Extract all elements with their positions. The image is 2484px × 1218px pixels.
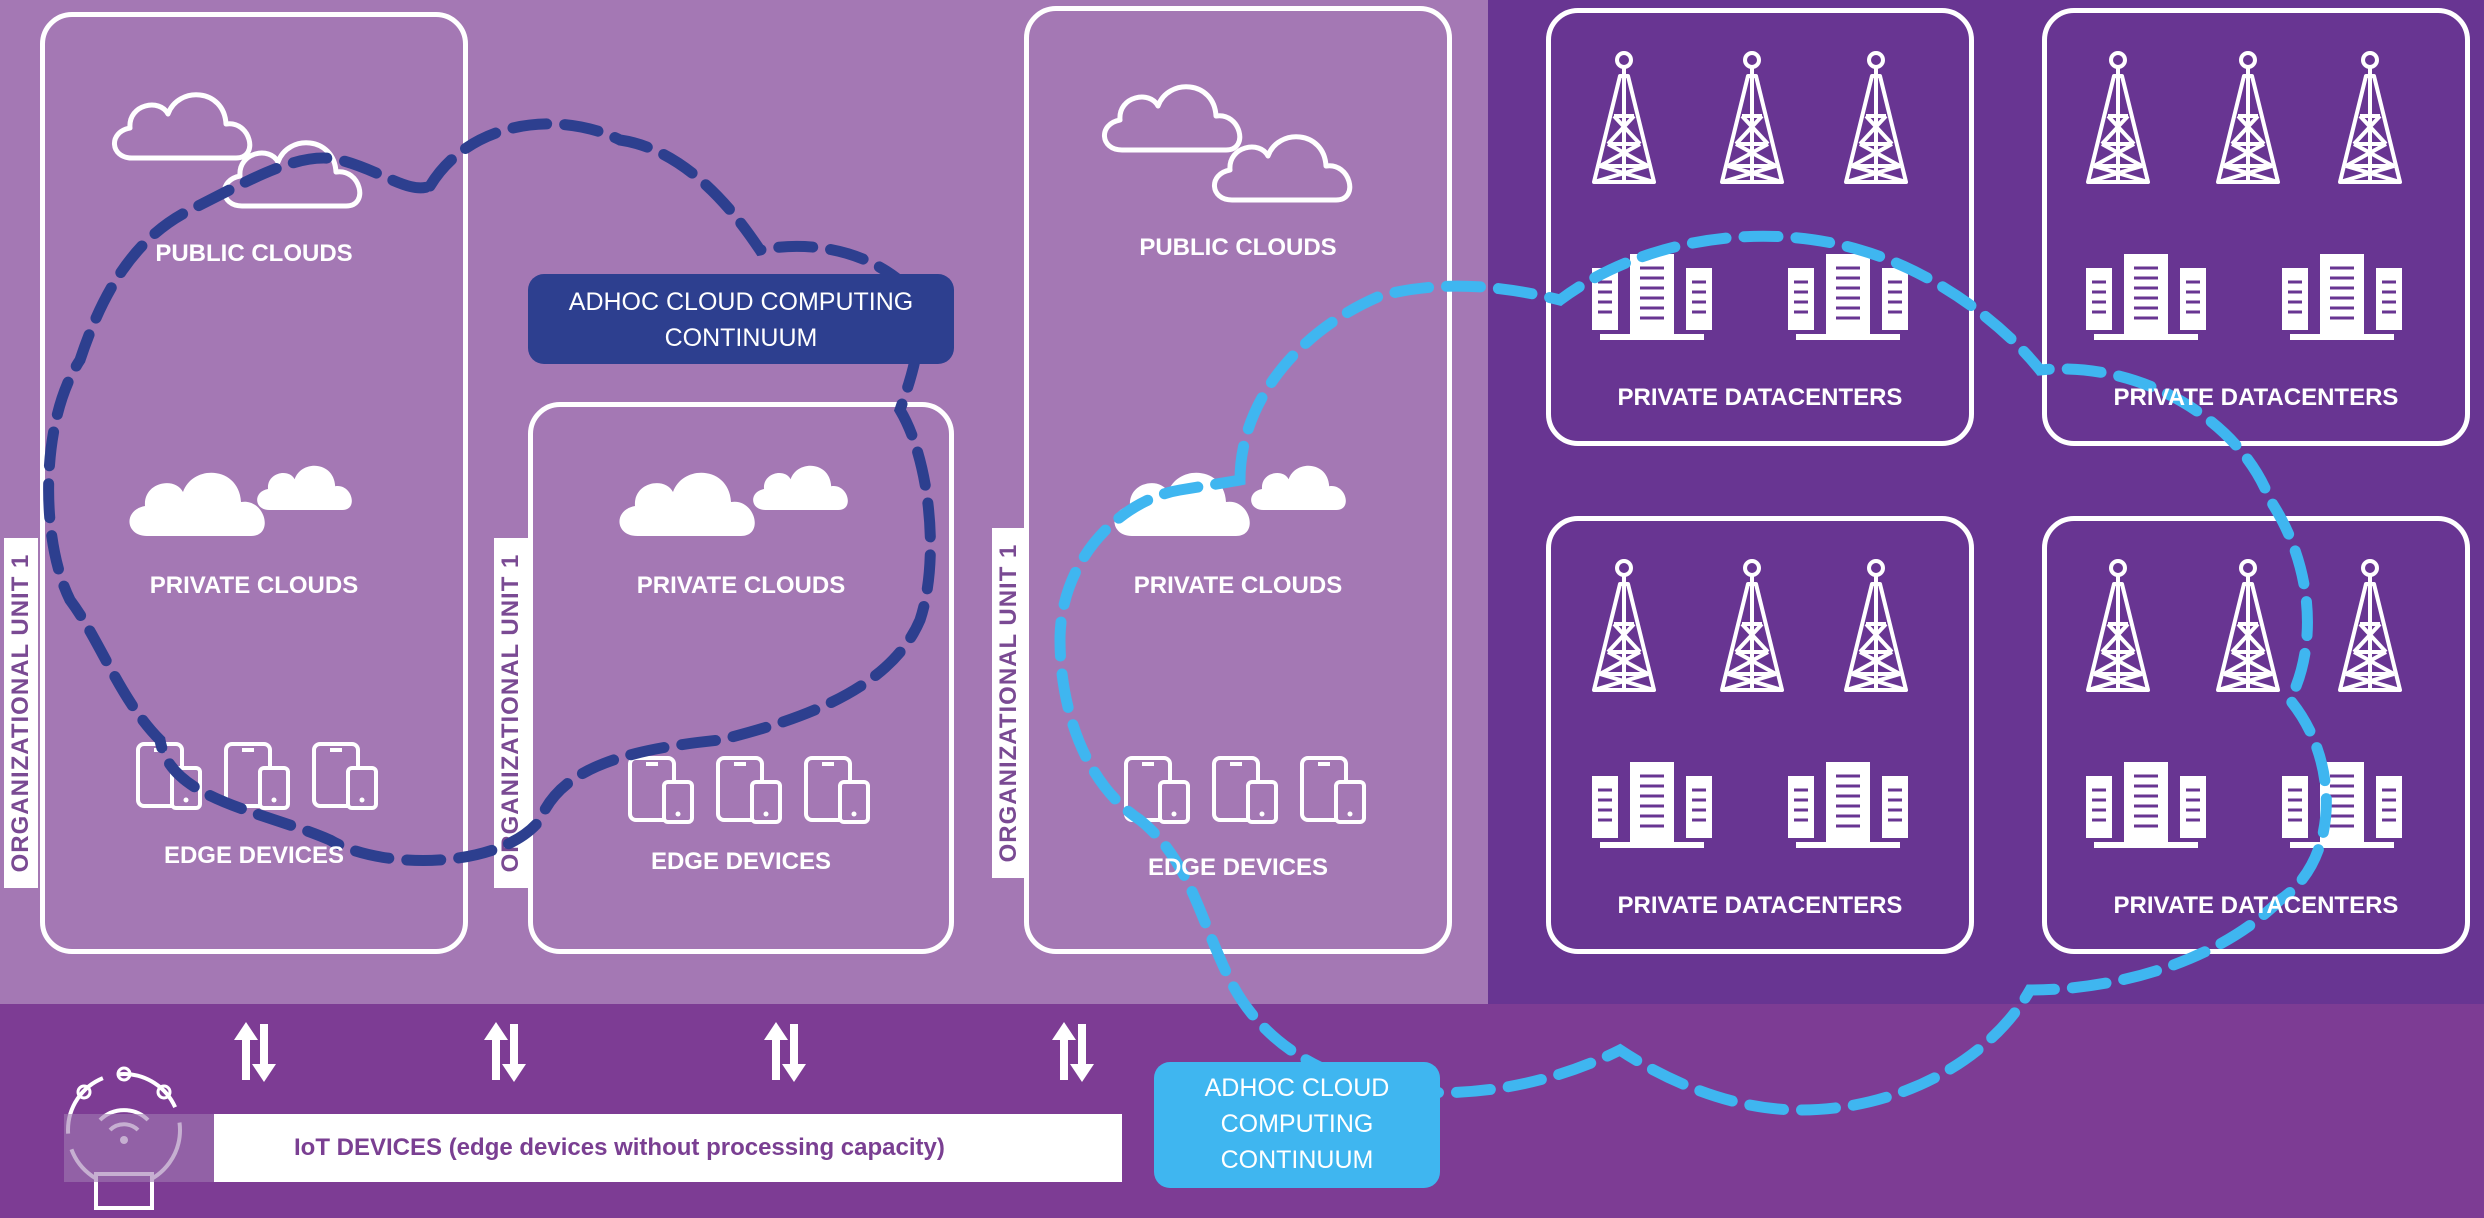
device-icon: [716, 756, 782, 824]
left-panel-background: [0, 0, 1488, 1004]
private-datacenters-label: PRIVATE DATACENTERS: [1617, 892, 1903, 919]
private-datacenters-label: PRIVATE DATACENTERS: [2113, 384, 2399, 411]
iot-icon-backdrop: [64, 1114, 214, 1182]
server-icon: [1786, 252, 1910, 342]
tower-icon: [2216, 559, 2280, 692]
public-clouds-label: PUBLIC CLOUDS: [155, 240, 353, 267]
datacenter-box-1: [1546, 8, 1974, 446]
bidirectional-arrows-icon: [1052, 1022, 1094, 1082]
edge-devices-label: EDGE DEVICES: [650, 848, 832, 875]
public-clouds-label: PUBLIC CLOUDS: [1139, 234, 1337, 261]
tower-icon: [1592, 51, 1656, 184]
datacenter-box-4: [2042, 516, 2470, 954]
cloud-icon: [129, 472, 265, 536]
adhoc-continuum-light-outline: [1054, 230, 2332, 1116]
cloud-icon: [619, 472, 755, 536]
tower-icon: [2338, 559, 2402, 692]
adhoc-continuum-dark-outline: [43, 118, 936, 866]
iot-devices-bar: IoT DEVICES (edge devices without proces…: [214, 1114, 1122, 1182]
tower-icon: [1844, 559, 1908, 692]
device-icon: [136, 742, 202, 810]
adhoc-continuum-dark-badge: ADHOC CLOUD COMPUTING CONTINUUM: [528, 274, 954, 364]
org-unit-box-2: [528, 402, 954, 954]
server-icon: [2084, 760, 2208, 850]
server-icon: [2280, 760, 2404, 850]
tower-icon: [2338, 51, 2402, 184]
tower-icon: [1844, 51, 1908, 184]
device-icon: [1300, 756, 1366, 824]
server-icon: [2084, 252, 2208, 342]
edge-devices-label: EDGE DEVICES: [163, 842, 345, 869]
private-clouds-label: PRIVATE CLOUDS: [636, 572, 846, 599]
right-panel-background: [1488, 0, 2484, 1150]
cloud-icon: [1251, 465, 1346, 510]
tower-icon: [2216, 51, 2280, 184]
edge-devices-label: EDGE DEVICES: [1147, 854, 1329, 881]
tower-icon: [1592, 559, 1656, 692]
bidirectional-arrows-icon: [234, 1022, 276, 1082]
tower-icon: [1720, 51, 1784, 184]
cloud-icon: [114, 95, 249, 158]
private-datacenters-label: PRIVATE DATACENTERS: [2113, 892, 2399, 919]
cloud-icon: [753, 465, 848, 510]
tower-icon: [1720, 559, 1784, 692]
bidirectional-arrows-icon: [484, 1022, 526, 1082]
adhoc-continuum-light-badge: ADHOC CLOUD COMPUTING CONTINUUM: [1154, 1062, 1440, 1188]
private-clouds-label: PRIVATE CLOUDS: [149, 572, 359, 599]
datacenter-box-3: [1546, 516, 1974, 954]
server-icon: [2280, 252, 2404, 342]
device-icon: [224, 742, 290, 810]
tower-icon: [2086, 559, 2150, 692]
private-datacenters-label: PRIVATE DATACENTERS: [1617, 384, 1903, 411]
private-clouds-label: PRIVATE CLOUDS: [1133, 572, 1343, 599]
tower-icon: [2086, 51, 2150, 184]
cloud-icon: [1104, 87, 1239, 150]
cloud-icon: [257, 465, 352, 510]
datacenter-box-2: [2042, 8, 2470, 446]
bidirectional-arrows-icon: [764, 1022, 806, 1082]
device-icon: [804, 756, 870, 824]
org-unit-box-1: [40, 12, 468, 954]
server-icon: [1590, 760, 1714, 850]
org-unit-box-3: [1024, 6, 1452, 954]
device-icon: [312, 742, 378, 810]
device-icon: [628, 756, 694, 824]
device-icon: [1212, 756, 1278, 824]
server-icon: [1786, 760, 1910, 850]
